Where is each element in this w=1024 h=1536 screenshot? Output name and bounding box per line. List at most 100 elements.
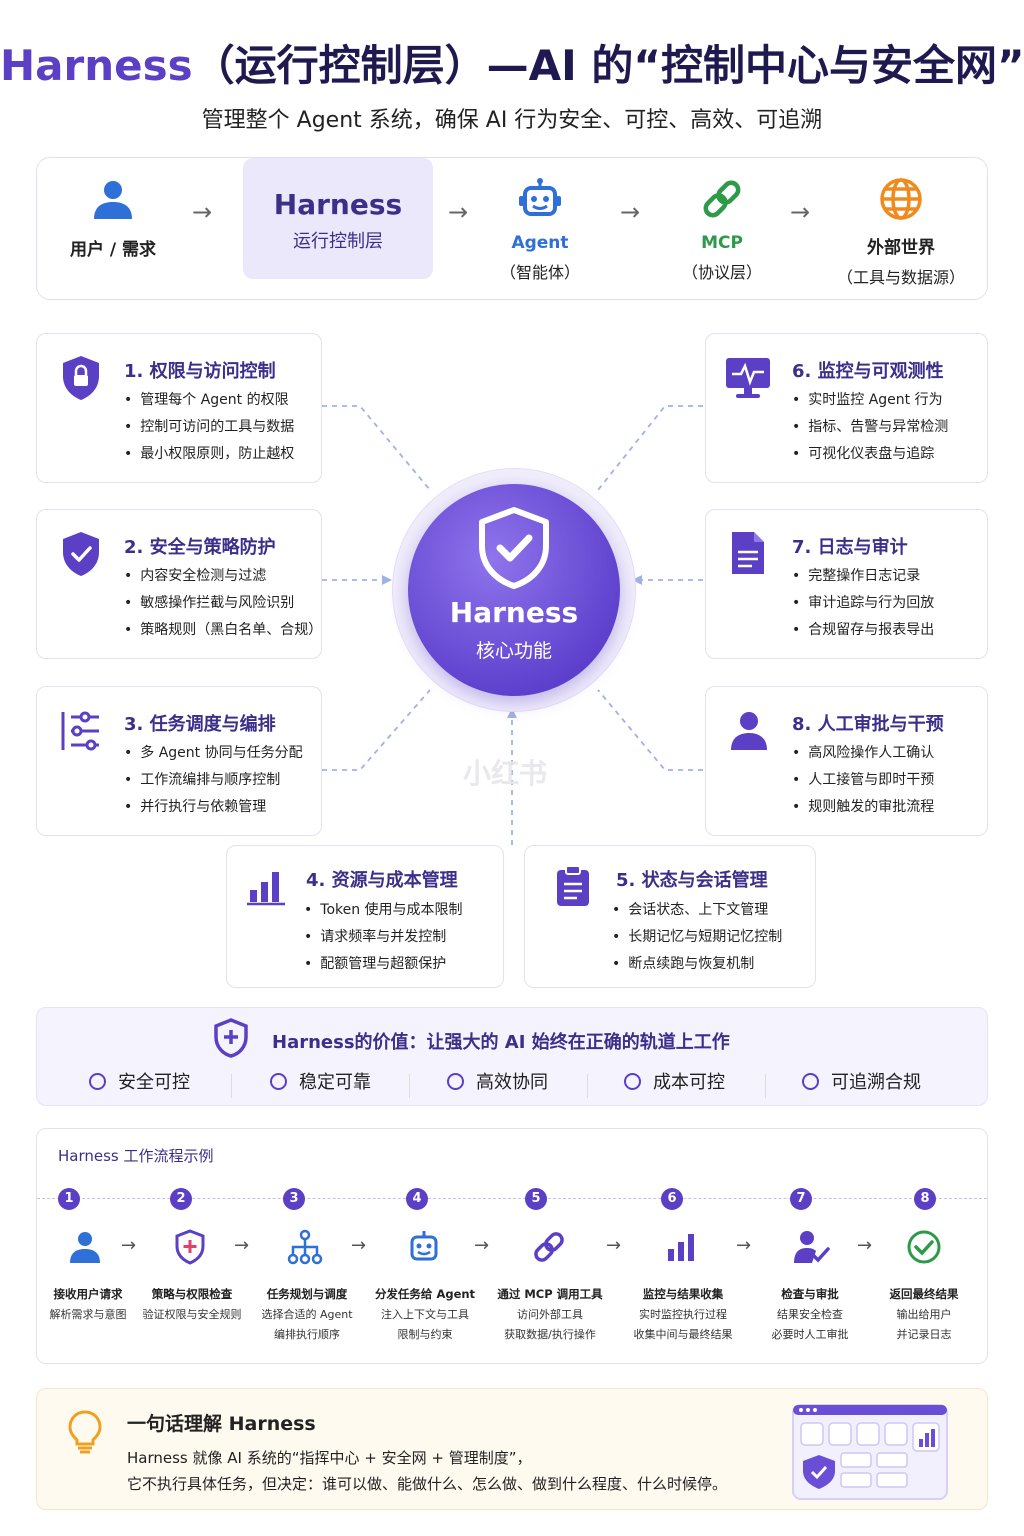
page-subtitle: 管理整个 Agent 系统，确保 AI 行为安全、可控、高效、可追溯: [201, 108, 823, 133]
card-title: 3. 任务调度与编排: [124, 714, 276, 735]
flow-agent-label: Agent: [511, 233, 569, 253]
card-title: 6. 监控与可观测性: [792, 361, 944, 382]
bar-chart-icon: [668, 1234, 694, 1261]
step-text: 接收用户请求 解析需求与意图: [49, 1287, 127, 1321]
step-arrow: →: [606, 1235, 622, 1256]
bar-chart-icon: [247, 872, 285, 906]
step-number: 8: [914, 1188, 936, 1210]
check-circle-icon: [447, 1073, 464, 1090]
card-item: 管理每个 Agent 的权限: [124, 387, 294, 414]
step-number: 7: [790, 1188, 812, 1210]
shield-check-icon: [479, 507, 549, 589]
divider: [587, 1074, 588, 1098]
center-core: Harness 核心功能: [408, 484, 620, 696]
flow-node-agent: Agent （智能体）: [488, 177, 592, 283]
link-icon: [703, 180, 741, 218]
divider: [231, 1074, 232, 1098]
card-title: 1. 权限与访问控制: [124, 361, 276, 382]
clipboard-icon: [557, 865, 589, 906]
person-icon: [731, 712, 767, 750]
value-item: 可追溯合规: [802, 1068, 921, 1094]
flow-world-label: 外部世界: [867, 238, 935, 258]
card-item: 请求频率与并发控制: [304, 924, 463, 951]
card-item: 可视化仪表盘与追踪: [792, 441, 948, 468]
check-circle-icon: [907, 1230, 941, 1264]
value-item: 安全可控: [89, 1068, 190, 1094]
flow-arrow: →: [448, 198, 469, 226]
flow-node-mcp: MCP （协议层）: [670, 177, 774, 283]
robot-icon: [519, 178, 561, 216]
dashboard-illustration: [792, 1404, 948, 1500]
step-arrow: →: [736, 1235, 752, 1256]
shield-plus-icon: [175, 1229, 205, 1265]
card-item: 配额管理与超额保护: [304, 951, 463, 978]
robot-icon: [410, 1231, 438, 1261]
shield-lock-icon: [63, 356, 99, 400]
step-text: 策略与权限检查 验证权限与安全规则: [142, 1287, 242, 1321]
page-title: Harness（运行控制层）—AI 的“控制中心与安全网”: [0, 41, 1024, 90]
card-item: 控制可访问的工具与数据: [124, 414, 294, 441]
center-title: Harness: [449, 596, 579, 629]
user-check-icon: [794, 1231, 830, 1263]
step-text: 任务规划与调度 选择合适的 Agent 编排执行顺序: [261, 1287, 353, 1341]
card-item: 高风险操作人工确认: [792, 740, 934, 767]
card-item: 审计追踪与行为回放: [792, 590, 934, 617]
card-item: 并行执行与依赖管理: [124, 794, 303, 821]
lightbulb-icon: [68, 1410, 102, 1454]
flow-world-sub: （工具与数据源）: [836, 268, 965, 287]
step-text: 监控与结果收集 实时监控执行过程 收集中间与最终结果: [633, 1287, 733, 1341]
workflow-panel: Harness 工作流程示例 1 2 3 4 5 6 7 8: [36, 1128, 988, 1364]
summary-panel: 一句话理解 Harness Harness 就像 AI 系统的“指挥中心 + 安…: [36, 1388, 988, 1510]
summary-line: 它不执行具体任务，但决定：谁可以做、能做什么、怎么做、做到什么程度、什么时候停。: [127, 1475, 728, 1493]
document-icon: [732, 532, 764, 574]
hierarchy-icon: [287, 1229, 323, 1265]
step-arrow: →: [351, 1235, 367, 1256]
card-item: 工作流编排与顺序控制: [124, 767, 303, 794]
card-title: 8. 人工审批与干预: [792, 714, 944, 735]
watermark: 小红书: [463, 757, 548, 790]
check-circle-icon: [802, 1073, 819, 1090]
sliders-icon: [61, 711, 99, 751]
card-title: 7. 日志与审计: [792, 537, 908, 558]
feature-card-scheduling: 3. 任务调度与编排 多 Agent 协同与任务分配 工作流编排与顺序控制 并行…: [36, 686, 322, 836]
flow-mcp-label: MCP: [701, 233, 743, 253]
check-circle-icon: [270, 1073, 287, 1090]
step-number: 4: [406, 1188, 428, 1210]
summary-title: 一句话理解 Harness: [127, 1413, 316, 1435]
value-item: 成本可控: [624, 1068, 725, 1094]
shield-plus-icon: [214, 1018, 248, 1058]
divider: [409, 1074, 410, 1098]
card-item: 完整操作日志记录: [792, 563, 934, 590]
summary-line: Harness 就像 AI 系统的“指挥中心 + 安全网 + 管理制度”，: [127, 1449, 532, 1467]
flow-harness-sub: 运行控制层: [293, 231, 383, 252]
feature-card-permissions: 1. 权限与访问控制 管理每个 Agent 的权限 控制可访问的工具与数据 最小…: [36, 333, 322, 483]
feature-card-monitoring: 6. 监控与可观测性 实时监控 Agent 行为 指标、告警与异常检测 可视化仪…: [705, 333, 988, 483]
step-text: 检查与审批 结果安全检查 必要时人工审批: [771, 1287, 849, 1341]
feature-card-security: 2. 安全与策略防护 内容安全检测与过滤 敏感操作拦截与风险识别 策略规则（黑白…: [36, 509, 322, 659]
step-number: 6: [661, 1188, 683, 1210]
card-item: 合规留存与报表导出: [792, 617, 934, 644]
monitor-icon: [726, 358, 770, 398]
flow-arrow: →: [790, 198, 811, 226]
card-item: Token 使用与成本限制: [304, 897, 462, 924]
flow-user-label: 用户 / 需求: [69, 240, 157, 260]
step-number: 2: [170, 1188, 192, 1210]
card-item: 长期记忆与短期记忆控制: [612, 924, 782, 951]
step-text: 分发任务给 Agent 注入上下文与工具 限制与约束: [374, 1287, 476, 1341]
flow-node-world: 外部世界 （工具与数据源）: [828, 177, 974, 288]
step-number: 1: [58, 1188, 80, 1210]
card-item: 最小权限原则，防止越权: [124, 441, 294, 468]
step-text: 返回最终结果 输出给用户 并记录日志: [889, 1287, 959, 1341]
value-item: 高效协同: [447, 1068, 548, 1094]
card-item: 内容安全检测与过滤: [124, 563, 322, 590]
value-panel: Harness的价值：让强大的 AI 始终在正确的轨道上工作 安全可控 稳定可靠…: [36, 1007, 988, 1106]
card-item: 指标、告警与异常检测: [792, 414, 948, 441]
flow-node-user: 用户 / 需求: [58, 177, 168, 260]
card-title: 2. 安全与策略防护: [124, 537, 276, 558]
card-item: 会话状态、上下文管理: [612, 897, 782, 924]
check-circle-icon: [624, 1073, 641, 1090]
workflow-timeline: [37, 1198, 987, 1199]
step-number: 3: [283, 1188, 305, 1210]
card-item: 实时监控 Agent 行为: [792, 387, 948, 414]
